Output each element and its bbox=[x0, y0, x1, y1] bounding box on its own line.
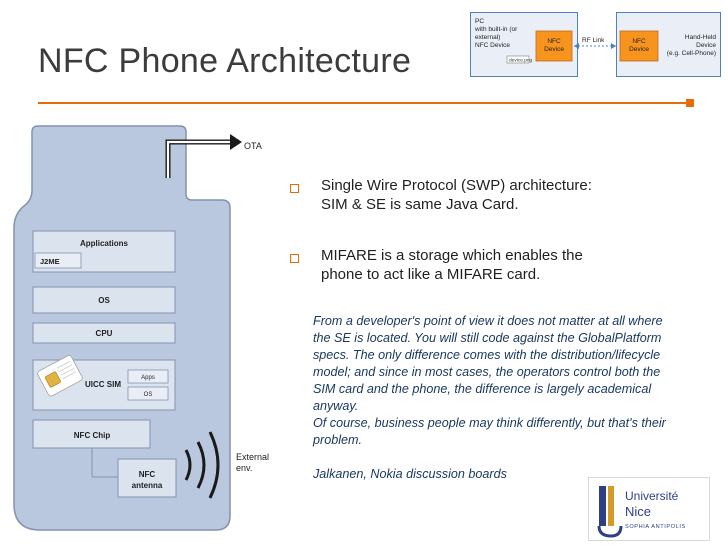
pc-label-line-3: external) bbox=[475, 34, 500, 41]
quote-line: Of course, business people may think dif… bbox=[313, 416, 666, 430]
rf-link-arrow-left bbox=[574, 43, 579, 49]
pc-label-line-2: with built-in (or bbox=[474, 26, 518, 33]
quote-attribution: Jalkanen, Nokia discussion boards bbox=[313, 467, 507, 481]
pc-label-line-1: PC bbox=[475, 18, 484, 25]
university-logo: Université Nice SOPHIA ANTIPOLIS bbox=[588, 477, 710, 541]
nfc-device-left-line-2: Device bbox=[544, 46, 564, 53]
nfc-device-right-box bbox=[619, 30, 659, 62]
ota-arrow-inner bbox=[166, 140, 232, 178]
radio-wave-3 bbox=[208, 431, 220, 499]
nfc-device-left-line-1: NFC bbox=[547, 38, 561, 45]
j2me-box bbox=[34, 252, 82, 269]
radio-wave-2 bbox=[196, 441, 206, 489]
sim-card-icon bbox=[37, 355, 83, 397]
bullet-1-line-1: Single Wire Protocol (SWP) architecture: bbox=[321, 177, 592, 194]
device-image-caption: device.png bbox=[509, 58, 533, 64]
bullet-2-line-2: phone to act like a MIFARE card. bbox=[321, 266, 541, 283]
quote-spacer bbox=[313, 449, 708, 466]
nfc-connection-diagram: PC with built-in (or external) NFC Devic… bbox=[470, 12, 721, 77]
nfc-device-left-box bbox=[535, 30, 573, 62]
quote-line: From a developer's point of view it does… bbox=[313, 314, 663, 328]
university-logo-graphic: Université Nice SOPHIA ANTIPOLIS bbox=[597, 486, 686, 538]
logo-u-curve bbox=[597, 525, 623, 538]
nfc-antenna-line-2: antenna bbox=[132, 481, 163, 490]
quote-line: the SE is located. You will still code a… bbox=[313, 331, 662, 345]
title-rule-end bbox=[686, 99, 694, 107]
handheld-line-3: (e.g. Cell-Phone) bbox=[667, 50, 716, 57]
slide-title: NFC Phone Architecture bbox=[38, 42, 412, 80]
bullet-1: Single Wire Protocol (SWP) architecture:… bbox=[321, 176, 592, 214]
quote-line: specs. The only difference comes with th… bbox=[313, 348, 661, 362]
rf-link-label: RF Link bbox=[582, 37, 605, 44]
sim-os-box bbox=[127, 386, 169, 401]
title-rule bbox=[38, 102, 686, 104]
uicc-sim-label: UICC SIM bbox=[85, 380, 121, 389]
quote-line: anyway. bbox=[313, 399, 359, 413]
j2me-label: J2ME bbox=[40, 257, 60, 266]
handheld-line-1: Hand-Held bbox=[685, 34, 716, 41]
external-env-line-1: External bbox=[236, 452, 269, 462]
sim-apps-box bbox=[127, 369, 169, 384]
os-label: OS bbox=[98, 296, 110, 305]
phone-architecture-diagram: OTA Applications J2ME OS CPU UICC SIM Ap… bbox=[13, 125, 269, 531]
applications-label: Applications bbox=[80, 239, 129, 248]
quote-line: model; and since in most cases, the oper… bbox=[313, 365, 661, 379]
os-box bbox=[32, 286, 176, 314]
external-env-line-2: env. bbox=[236, 463, 252, 473]
bullet-marker-2 bbox=[290, 254, 299, 263]
rf-link-arrow-right bbox=[611, 43, 616, 49]
quote-line: SIM card and the phone, the difference i… bbox=[313, 382, 652, 396]
device-image-placeholder bbox=[506, 55, 530, 64]
logo-line-3: SOPHIA ANTIPOLIS bbox=[625, 524, 686, 530]
cpu-label: CPU bbox=[96, 329, 113, 338]
developer-quote: From a developer's point of view it does… bbox=[313, 313, 708, 483]
nfc-antenna-box bbox=[117, 458, 177, 498]
ota-label: OTA bbox=[244, 141, 262, 151]
sim-apps-label: Apps bbox=[141, 375, 155, 381]
ota-arrow-head bbox=[230, 134, 242, 150]
bullet-2: MIFARE is a storage which enables the ph… bbox=[321, 246, 583, 284]
nfc-chip-label: NFC Chip bbox=[74, 431, 111, 440]
bullet-2-line-1: MIFARE is a storage which enables the bbox=[321, 247, 583, 264]
handheld-line-2: Device bbox=[696, 42, 716, 49]
radio-wave-1 bbox=[184, 449, 192, 481]
nfc-device-right-line-2: Device bbox=[629, 46, 649, 53]
bullet-marker-1 bbox=[290, 184, 299, 193]
logo-line-1: Université bbox=[625, 489, 679, 503]
cpu-box bbox=[32, 322, 176, 344]
logo-bar-gold bbox=[608, 486, 614, 526]
pc-label-line-4: NFC Device bbox=[475, 42, 510, 49]
logo-bar-blue bbox=[599, 486, 606, 526]
bullet-1-line-2: SIM & SE is same Java Card. bbox=[321, 196, 519, 213]
sim-os-label: OS bbox=[144, 392, 153, 398]
quote-line: problem. bbox=[313, 433, 362, 447]
nfc-antenna-line-1: NFC bbox=[139, 470, 156, 479]
nfc-chip-box bbox=[32, 419, 151, 449]
logo-line-2: Nice bbox=[625, 504, 651, 519]
nfc-device-right-line-1: NFC bbox=[632, 38, 646, 45]
